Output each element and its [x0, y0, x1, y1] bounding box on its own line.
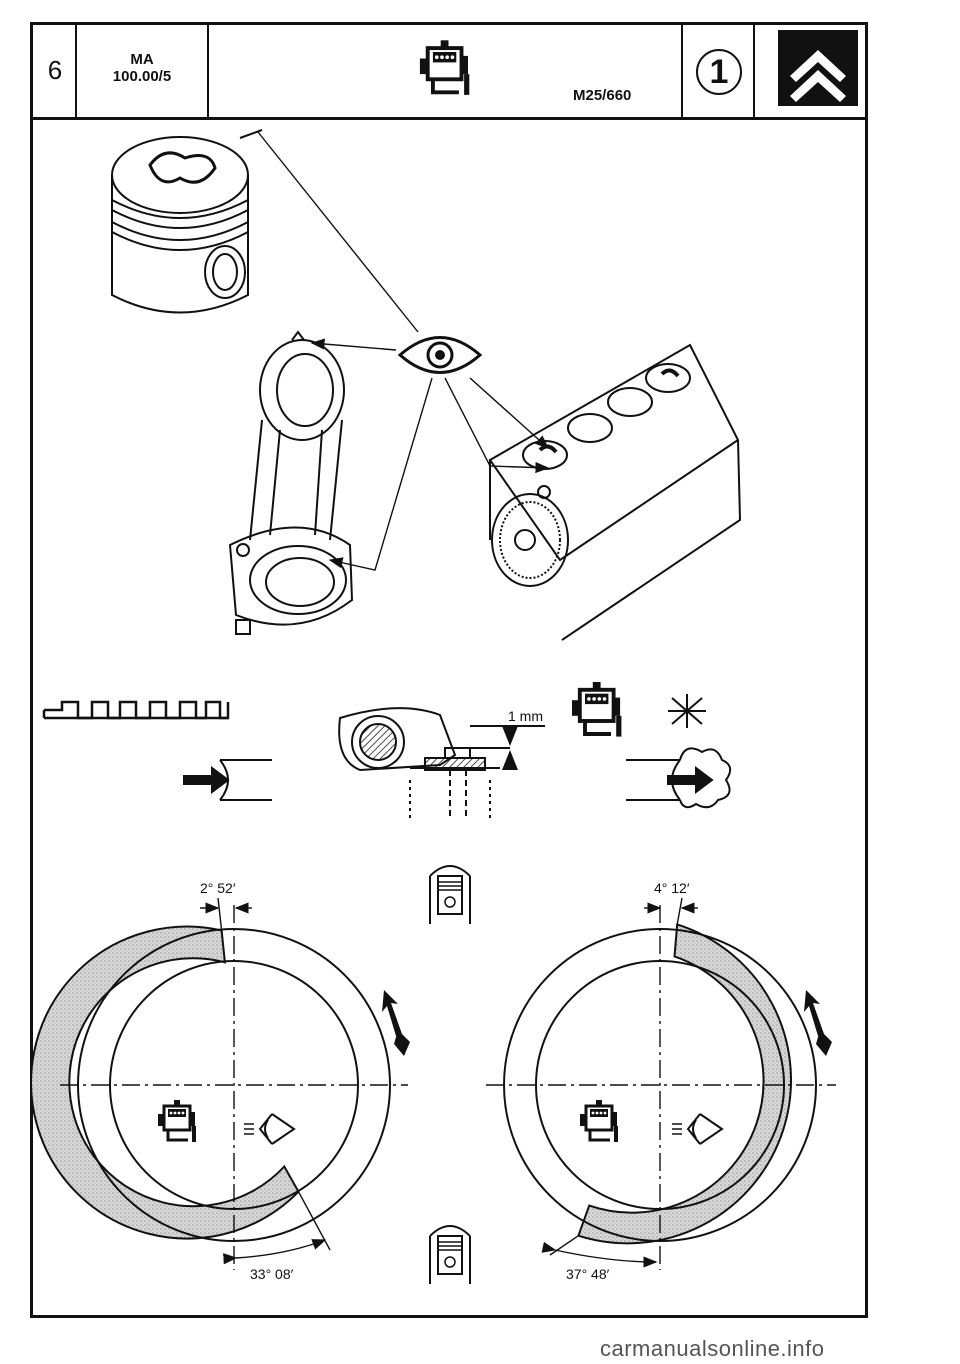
- gap-label: 1 mm: [508, 708, 543, 724]
- engine-icon: [417, 38, 472, 97]
- leader-lines: [257, 131, 550, 571]
- watermark: carmanualsonline.info: [600, 1336, 825, 1361]
- snowflake-icon: [668, 694, 706, 728]
- piston-icon: [429, 865, 471, 925]
- piston-drawing: [111, 129, 263, 314]
- intake-arrow-icon: [183, 759, 272, 801]
- engine-block-drawing: [488, 343, 742, 641]
- page-number: 6: [47, 55, 63, 85]
- camshaft-icon: [42, 700, 230, 720]
- exhaust-arrow-icon: [626, 747, 732, 809]
- angle-top-right: 4° 12′: [654, 880, 690, 896]
- engine-icon: [570, 680, 624, 739]
- sheet-number: 1: [696, 49, 742, 95]
- doc-code-line1: MA: [130, 51, 154, 68]
- page-number-cell: [33, 25, 77, 117]
- valve-clearance-drawing: [338, 707, 545, 820]
- eye-icon: [397, 336, 483, 374]
- doc-code-line2: 100.00/5: [112, 68, 172, 85]
- title-cell: [209, 25, 683, 117]
- doc-code: MA 100.00/5: [77, 51, 207, 85]
- connecting-rod-drawing: [228, 330, 354, 635]
- citroen-logo-icon: [778, 30, 858, 106]
- intake-timing-diagram: [30, 897, 410, 1270]
- page-frame: 6 MA 100.00/5 M25/660 1: [30, 22, 868, 1318]
- model-code: M25/660: [573, 87, 632, 104]
- doc-code-cell: [77, 25, 209, 117]
- piston-icon: [429, 1225, 471, 1285]
- header-bar: 6 MA 100.00/5 M25/660 1: [33, 25, 865, 120]
- exhaust-timing-diagram: [486, 897, 836, 1270]
- angle-bottom-right: 37° 48′: [566, 1266, 610, 1282]
- angle-top-left: 2° 52′: [200, 880, 236, 896]
- sheet-cell: [683, 25, 755, 117]
- angle-bottom-left: 33° 08′: [250, 1266, 294, 1282]
